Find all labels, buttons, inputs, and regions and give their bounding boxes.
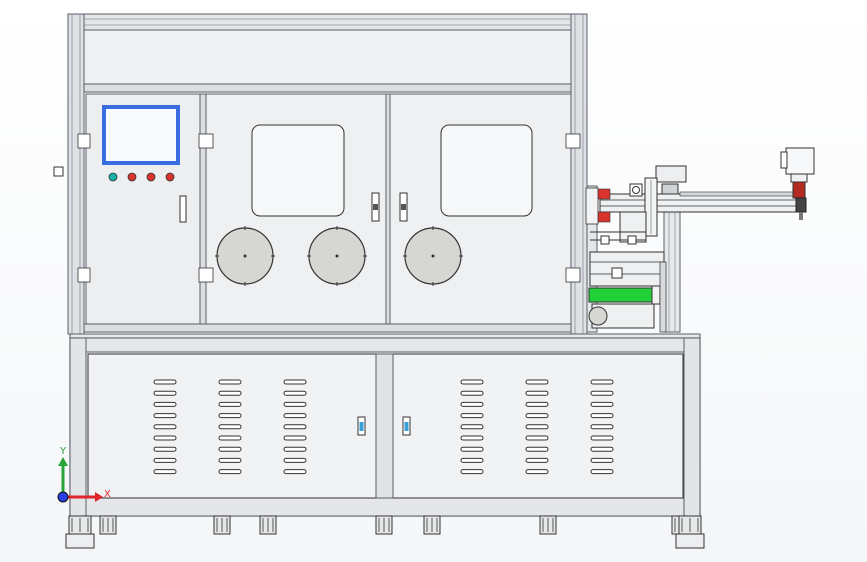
vent-slot [590, 379, 614, 385]
vent-slot [460, 446, 484, 452]
vent-slot [525, 379, 549, 385]
header-panel [83, 29, 572, 85]
glove-port[interactable] [403, 226, 463, 286]
vent-grille [153, 379, 614, 475]
leveling-foot [423, 515, 441, 535]
glove-port[interactable] [215, 226, 275, 286]
vent-slot [153, 446, 177, 452]
vent-slot [590, 413, 614, 419]
vent-slot [153, 413, 177, 419]
panel-handle[interactable] [179, 195, 187, 223]
vent-slot [460, 379, 484, 385]
vent-slot [153, 457, 177, 463]
vent-slot [218, 446, 242, 452]
vent-slot [153, 390, 177, 396]
door-window [440, 124, 533, 217]
vent-slot [283, 401, 307, 407]
vent-slot [153, 424, 177, 430]
vent-slot [525, 446, 549, 452]
vent-slot [283, 424, 307, 430]
vent-slot [283, 390, 307, 396]
vent-slot [460, 424, 484, 430]
vent-slot [153, 469, 177, 475]
vent-slot [590, 401, 614, 407]
leveling-foot [259, 515, 277, 535]
axis-y-label: Y [59, 446, 67, 457]
vent-slot [590, 469, 614, 475]
hmi-screen[interactable] [102, 105, 180, 165]
vent-slot [283, 446, 307, 452]
vent-slot [283, 435, 307, 441]
leveling-foot [99, 515, 117, 535]
indicator-light-red[interactable] [146, 172, 156, 182]
vent-slot [460, 413, 484, 419]
indicator-light-red[interactable] [127, 172, 137, 182]
top-rail [83, 13, 572, 31]
upper-enclosure [53, 13, 588, 335]
indicator-light-teal[interactable] [108, 172, 118, 182]
side-latch[interactable] [53, 166, 64, 177]
vent-slot [218, 424, 242, 430]
leveling-feet [65, 515, 705, 549]
vent-slot [218, 457, 242, 463]
vent-slot [460, 469, 484, 475]
vent-slot [525, 413, 549, 419]
vent-slot [218, 435, 242, 441]
vent-slot [460, 401, 484, 407]
vent-slot [525, 457, 549, 463]
vent-slot [283, 413, 307, 419]
vent-slot [590, 435, 614, 441]
vent-slot [218, 469, 242, 475]
indicator-light-red[interactable] [165, 172, 175, 182]
vent-slot [460, 457, 484, 463]
vent-slot [590, 457, 614, 463]
vent-slot [525, 390, 549, 396]
vent-slot [590, 446, 614, 452]
vent-slot [153, 401, 177, 407]
linear-arm [599, 193, 806, 213]
leveling-foot [375, 515, 393, 535]
vent-slot [525, 401, 549, 407]
vent-slot [153, 379, 177, 385]
vent-slot [460, 390, 484, 396]
lower-cabinet [69, 333, 701, 517]
vent-slot [590, 424, 614, 430]
vent-slot [590, 390, 614, 396]
gripper-head [792, 181, 806, 199]
vent-slot [283, 457, 307, 463]
vent-slot [525, 469, 549, 475]
vent-slot [525, 424, 549, 430]
vent-slot [218, 379, 242, 385]
side-mechanism [585, 147, 815, 333]
vent-slot [218, 413, 242, 419]
gripper-motor [785, 147, 815, 175]
conveyor-belt [588, 287, 658, 303]
leveling-foot [539, 515, 557, 535]
axis-triad: X Y [57, 446, 111, 503]
vent-slot [153, 435, 177, 441]
axis-x-label: X [104, 489, 111, 500]
leveling-foot [213, 515, 231, 535]
vent-slot [218, 390, 242, 396]
vent-slot [460, 435, 484, 441]
hinge-set [77, 133, 581, 283]
leveling-foot [675, 515, 705, 549]
vent-slot [283, 379, 307, 385]
right-post [570, 13, 588, 335]
vent-slot [283, 469, 307, 475]
vent-slot [218, 401, 242, 407]
leveling-foot [65, 515, 95, 549]
motor [588, 306, 608, 326]
door-window [251, 124, 345, 217]
glove-port[interactable] [307, 226, 367, 286]
vertical-column [663, 205, 681, 333]
vent-slot [525, 435, 549, 441]
left-post [67, 13, 85, 335]
